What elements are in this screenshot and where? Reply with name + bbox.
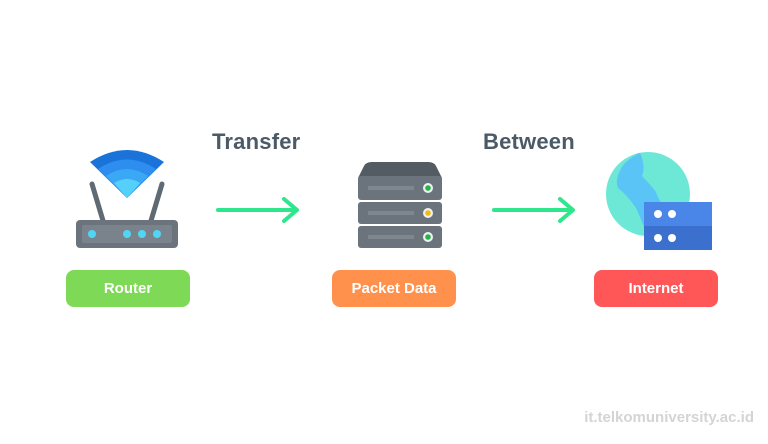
arrow-right-icon [216,197,302,223]
watermark: it.telkomuniversity.ac.id [584,409,754,426]
server-stack-icon [356,162,444,250]
arrow-right-icon [492,197,578,223]
edge-label-transfer: Transfer [212,129,301,154]
router-icon [72,148,182,252]
node-router-label: Router [66,270,190,307]
node-packet-data-label: Packet Data [332,270,456,307]
edge-label-between: Between [483,129,575,154]
globe-server-icon [606,152,716,252]
node-internet-label: Internet [594,270,718,307]
